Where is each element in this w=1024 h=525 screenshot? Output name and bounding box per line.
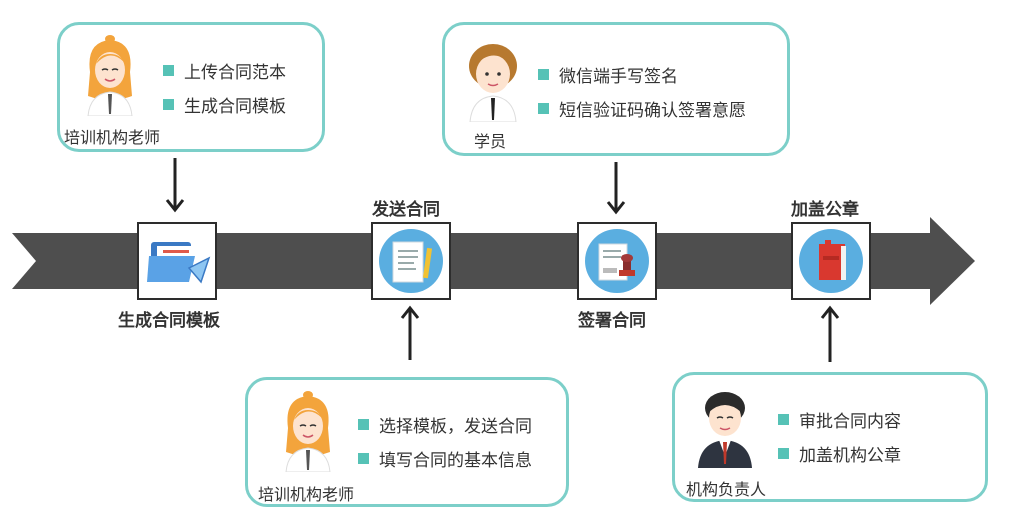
bubble-student-item-2: 短信验证码确认签署意愿 [538, 96, 746, 121]
step-sign-box [577, 222, 657, 300]
step-send-box [371, 222, 451, 300]
bullet-square [358, 453, 369, 464]
bullet-square [778, 448, 789, 459]
step-seal-label: 加盖公章 [791, 200, 859, 220]
bubble-teacher-top-item-1: 上传合同范本 [163, 58, 286, 83]
step-send-label: 发送合同 [372, 200, 440, 220]
bubble-student-role: 学员 [474, 132, 507, 151]
arrow-up-icon [820, 305, 840, 362]
bullet-square [163, 99, 174, 110]
step-generate-box [137, 222, 217, 300]
bubble-student-item-1: 微信端手写签名 [538, 62, 678, 87]
manager-avatar-icon [698, 392, 752, 468]
red-book-icon [819, 240, 846, 280]
bubble-manager-item-2: 加盖机构公章 [778, 441, 901, 466]
bullet-square [538, 103, 549, 114]
bubble-manager-role: 机构负责人 [686, 480, 767, 499]
arrow-down-icon [606, 162, 626, 215]
bubble-teacher-bottom-role: 培训机构老师 [258, 485, 355, 504]
student-avatar-icon [469, 44, 517, 122]
folder-icon [147, 242, 211, 284]
bullet-square [538, 69, 549, 80]
document-icon [392, 241, 433, 283]
step-sign-label: 签署合同 [578, 311, 646, 331]
bubble-teacher-top-item-2: 生成合同模板 [163, 92, 286, 117]
bullet-square [358, 419, 369, 430]
bubble-teacher-bottom-item-1: 选择模板，发送合同 [358, 412, 532, 437]
arrow-down-icon [165, 158, 185, 213]
arrow-up-icon [400, 305, 420, 360]
bullet-square [778, 414, 789, 425]
bullet-square [163, 65, 174, 76]
step-generate-label: 生成合同模板 [118, 311, 220, 331]
teacher-avatar-icon [87, 35, 133, 116]
step-seal-box [791, 222, 871, 300]
bubble-teacher-bottom-item-2: 填写合同的基本信息 [358, 446, 532, 471]
bubble-manager-item-1: 审批合同内容 [778, 407, 901, 432]
stamp-icon [598, 243, 635, 281]
bubble-teacher-top-role: 培训机构老师 [64, 128, 161, 147]
teacher-avatar-icon [285, 391, 331, 472]
